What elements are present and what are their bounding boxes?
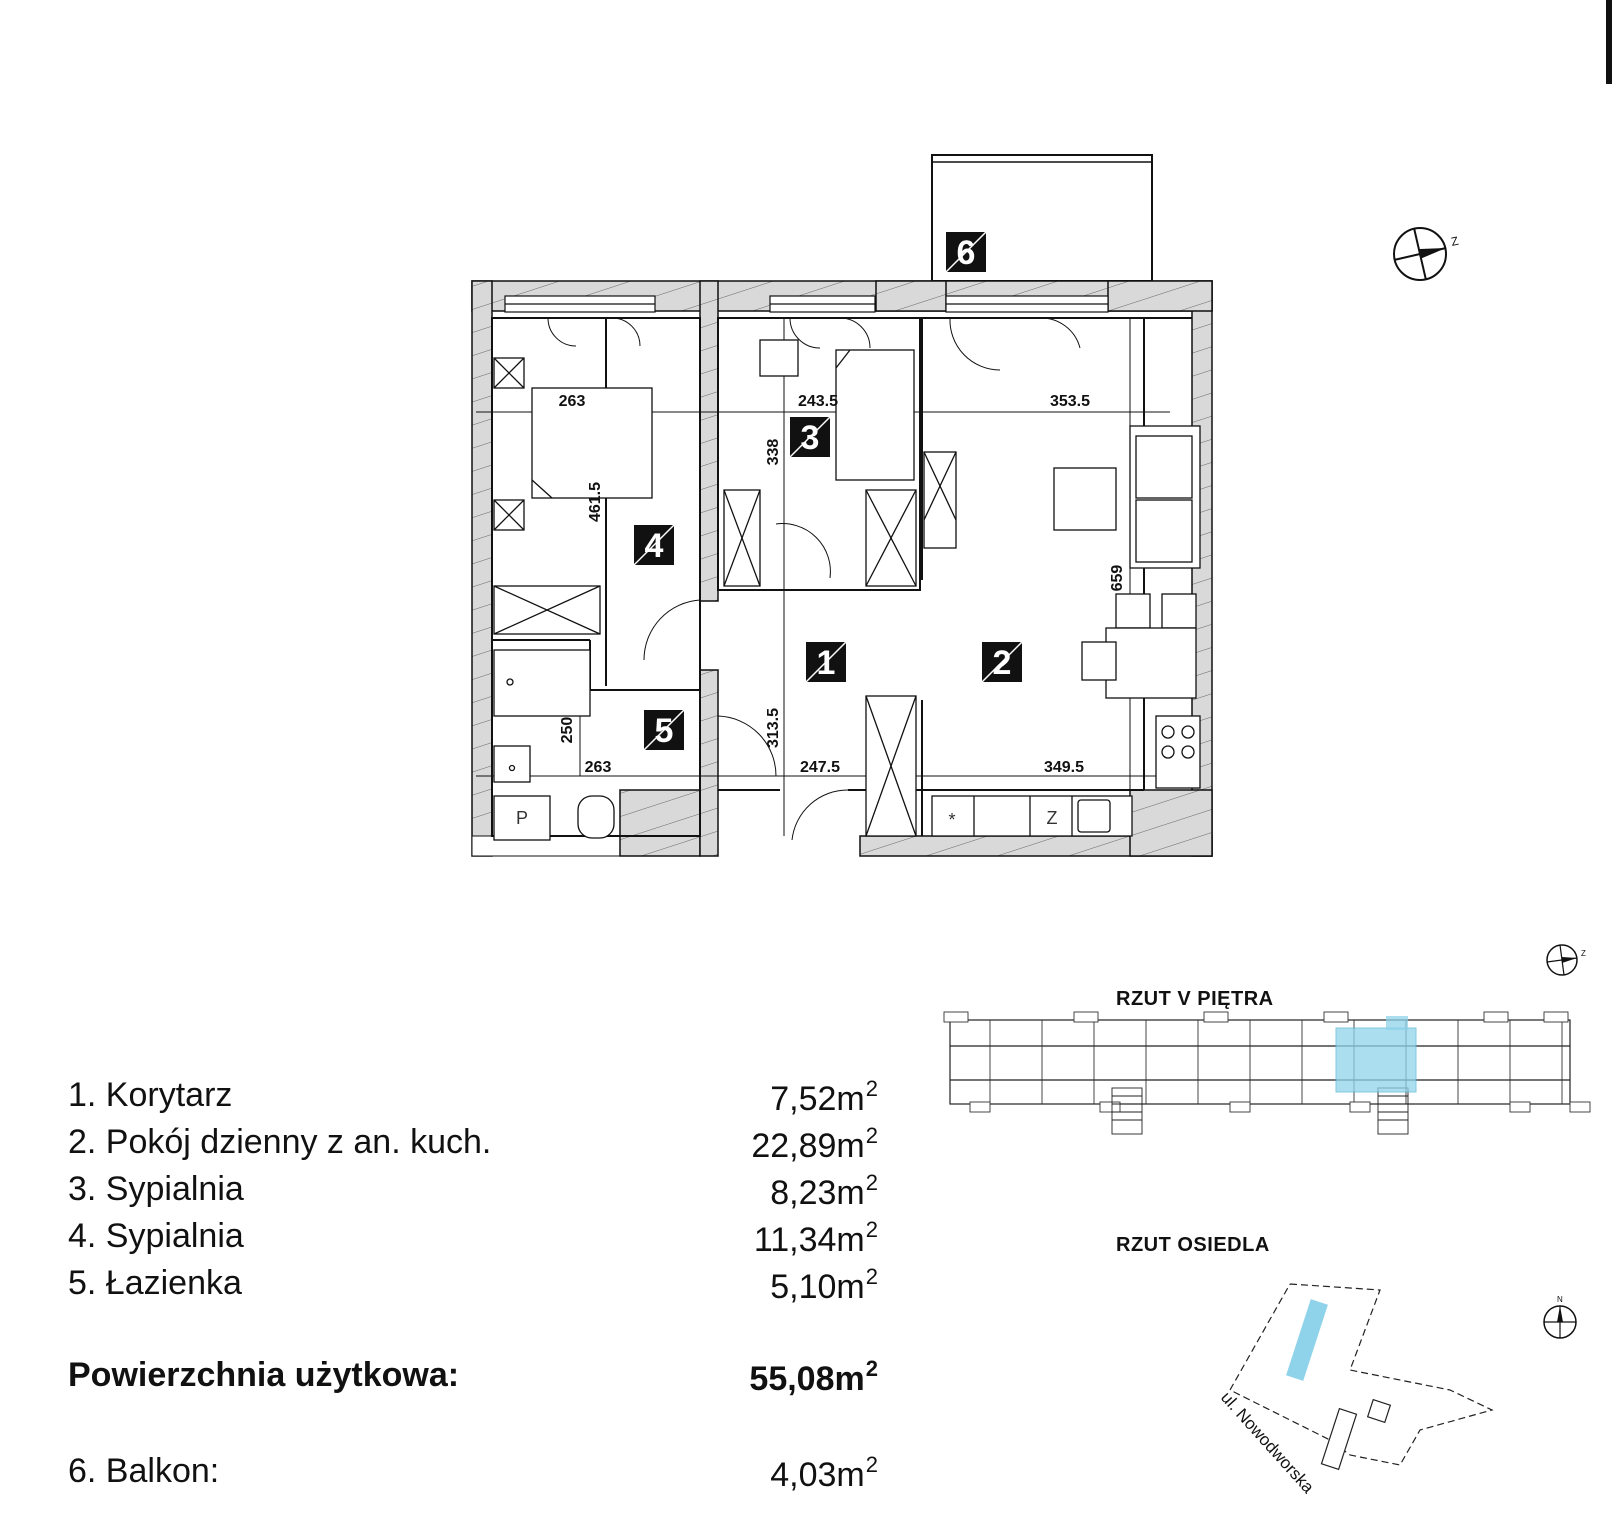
dimension-labels: 263 243.5 353.5 338 461.5 659 250 313.5 263 247.5… (559, 393, 1126, 776)
bay-top (1203, 1011, 1229, 1023)
room-row: 2. Pokój dzienny z an. kuch. 22,89m2 (68, 1123, 878, 1167)
bay-top (943, 1011, 969, 1023)
building-bays (943, 1011, 1591, 1113)
room-name: 4. Sypialnia (68, 1217, 244, 1255)
windows (504, 295, 1109, 313)
balcony-row: 6. Balkon: 4,03m2 (68, 1452, 878, 1496)
compass-letter: Z (1450, 234, 1460, 249)
floor-compass-icon: Z (1546, 944, 1586, 976)
bay-top (1073, 1011, 1099, 1023)
site-key-plan: N ul. Nowodworska (1217, 1283, 1577, 1497)
exterior-walls (471, 280, 1213, 857)
balcony-label: 6. Balkon: (68, 1452, 220, 1490)
room-area: 22,89m2 (751, 1123, 878, 1165)
room-tag-number: 6 (957, 234, 976, 272)
dimension-label: 461.5 (587, 482, 604, 522)
room-tag-number: 4 (645, 527, 664, 565)
fixture-labels: P Z * (516, 808, 1058, 830)
chair-b (1161, 593, 1197, 629)
toilet (577, 795, 615, 839)
bay-bottom (1099, 1101, 1121, 1113)
room-row: 4. Sypialnia 11,34m2 (68, 1217, 878, 1261)
dimension-label: 349.5 (1044, 759, 1084, 776)
room-name: 2. Pokój dzienny z an. kuch. (68, 1123, 492, 1161)
tv-unit (923, 451, 957, 549)
building-outline (949, 1019, 1571, 1105)
bed-room-4 (531, 387, 653, 499)
floor-compass-letter: Z (1581, 949, 1586, 958)
dimension-label: 338 (765, 439, 782, 466)
dimension-label: 263 (559, 393, 586, 410)
fixture-z: Z (1047, 808, 1058, 828)
room-row: 5. Łazienka 5,10m2 (68, 1264, 878, 1308)
bed-room-3 (835, 349, 915, 481)
room-area: 8,23m2 (770, 1170, 878, 1212)
room-row: 3. Sypialnia 8,23m2 (68, 1170, 878, 1214)
site-buildings (1320, 1398, 1392, 1471)
bay-bottom (969, 1101, 991, 1113)
floor-plan-title: RZUT V PIĘTRA (1116, 988, 1274, 1010)
dimension-label: 659 (1109, 565, 1126, 592)
room-name: 1. Korytarz (68, 1076, 233, 1114)
site-plan-title: RZUT OSIEDLA (1116, 1234, 1270, 1256)
bay-top (1543, 1011, 1569, 1023)
room-tag-3: 3 (789, 416, 831, 458)
dimension-label: 247.5 (800, 759, 840, 776)
compass-icon: Z (1393, 227, 1460, 281)
dining-table (1105, 627, 1197, 699)
room-tag-6: 6 (945, 231, 987, 273)
dimension-label: 353.5 (1050, 393, 1090, 410)
room-tags: 1 2 3 4 5 6 (633, 231, 1023, 751)
washing-machine (493, 795, 551, 841)
total-area-row: Powierzchnia użytkowa: 55,08m2 (68, 1356, 878, 1400)
room-tag-4: 4 (633, 524, 675, 566)
room-tag-5: 5 (643, 709, 685, 751)
interior-walls (491, 317, 1192, 837)
room-tag-number: 2 (993, 644, 1012, 682)
site-compass-letter: N (1557, 1295, 1563, 1304)
washbasin (493, 745, 531, 783)
dimension-label: 263 (585, 759, 612, 776)
coffee-table (1053, 467, 1117, 531)
dimension-label: 313.5 (765, 708, 782, 748)
fixture-p: P (516, 808, 528, 828)
furniture (493, 339, 1201, 841)
highlighted-apartment (1335, 1016, 1417, 1093)
room-area: 7,52m2 (770, 1076, 878, 1118)
site-highlighted-building (1286, 1299, 1328, 1381)
street-label: ul. Nowodworska (1217, 1388, 1318, 1497)
room-area: 11,34m2 (753, 1217, 878, 1259)
room-tag-number: 5 (655, 712, 674, 750)
bay-top (1483, 1011, 1509, 1023)
room-tag-1: 1 (805, 641, 847, 683)
bay-bottom (1569, 1101, 1591, 1113)
bay-bottom (1509, 1101, 1531, 1113)
room-tag-number: 3 (801, 419, 820, 457)
bay-top (1323, 1011, 1349, 1023)
room-tag-2: 2 (981, 641, 1023, 683)
dimension-label: 250 (559, 717, 576, 744)
total-area-label: Powierzchnia użytkowa: (68, 1356, 460, 1394)
fixture-star: * (948, 810, 955, 830)
bay-bottom (1229, 1101, 1251, 1113)
chair-c (1081, 641, 1117, 681)
chair-a (1115, 593, 1151, 629)
total-area-value: 55,08m2 (749, 1356, 878, 1398)
room-area: 5,10m2 (770, 1264, 878, 1306)
edge-mark (1606, 0, 1612, 84)
room-name: 5. Łazienka (68, 1264, 242, 1302)
bay-bottom (1349, 1101, 1371, 1113)
room-name: 3. Sypialnia (68, 1170, 244, 1208)
floor-key-plan: Z (943, 944, 1591, 1135)
site-compass-icon: N (1543, 1295, 1577, 1339)
door-swings (547, 317, 1081, 841)
room-tag-number: 1 (817, 644, 836, 682)
site-boundary (1229, 1283, 1494, 1466)
dimension-label: 243.5 (798, 393, 838, 410)
balcony-area: 4,03m2 (770, 1452, 878, 1494)
room-row: 1. Korytarz 7,52m2 (68, 1076, 878, 1120)
